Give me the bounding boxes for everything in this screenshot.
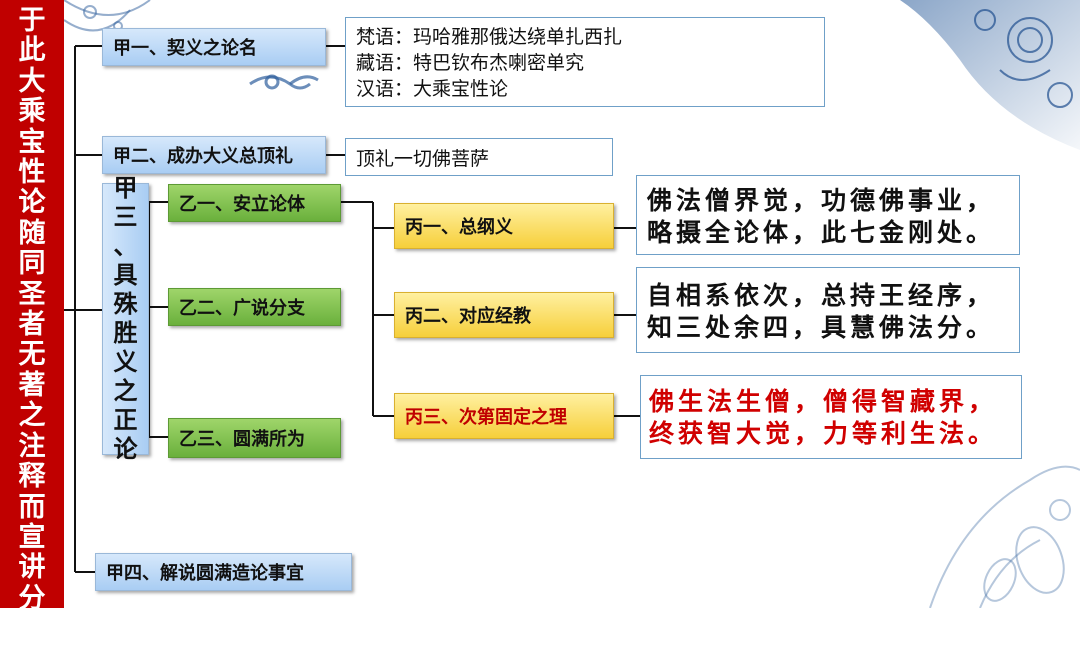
vertical-title-char: 无 <box>18 339 46 371</box>
verse-2-line-2: 知三处余四，具慧佛法分。 <box>647 313 996 342</box>
node-yi1-label: 乙一、安立论体 <box>179 194 305 215</box>
node-yi3-label: 乙三、圆满所为 <box>179 429 305 450</box>
vertical-title-char: 之 <box>18 400 46 432</box>
node-jia3-char: 胜 <box>113 319 138 347</box>
homage-text: 顶礼一切佛菩萨 <box>356 147 490 170</box>
node-bing1-label: 丙一、总纲义 <box>405 217 513 238</box>
vertical-title-strip: 于此大乘宝性论随同圣者无著之注释而宣讲分四 <box>0 0 64 644</box>
node-yi2[interactable]: 乙二、广说分支 <box>168 288 341 326</box>
verse-box-2: 自相系依次，总持王经序， 知三处余四，具慧佛法分。 <box>636 267 1020 353</box>
vertical-title-char: 乘 <box>18 96 46 128</box>
node-yi3[interactable]: 乙三、圆满所为 <box>168 418 341 458</box>
swirl-ornament-left <box>249 74 319 90</box>
node-jia4[interactable]: 甲四、解说圆满造论事宜 <box>95 553 352 591</box>
vertical-title-char: 论 <box>18 187 46 219</box>
node-jia3-char: 甲 <box>113 174 138 202</box>
vertical-title-char: 者 <box>18 309 46 341</box>
corner-ornament-top-right <box>900 0 1080 150</box>
node-bing2[interactable]: 丙二、对应经教 <box>394 292 614 338</box>
diagram-connectors <box>63 0 1080 608</box>
vertical-title-char: 释 <box>18 461 46 493</box>
node-jia4-label: 甲四、解说圆满造论事宜 <box>106 563 304 584</box>
node-jia3-char: 三 <box>113 203 138 231</box>
node-yi1[interactable]: 乙一、安立论体 <box>168 184 341 222</box>
node-jia3-char: 正 <box>113 406 138 434</box>
node-jia3-char: 殊 <box>113 290 138 318</box>
node-bing3-label: 丙三、次第固定之理 <box>405 407 567 428</box>
node-bing1[interactable]: 丙一、总纲义 <box>394 203 614 249</box>
vertical-title-char: 宝 <box>18 126 46 158</box>
node-yi2-label: 乙二、广说分支 <box>179 298 305 319</box>
vertical-title-char: 性 <box>18 157 46 189</box>
vertical-title-char: 分 <box>18 582 46 614</box>
vertical-title-char: 圣 <box>18 278 46 310</box>
verse-3-line-2: 终获智大觉，力等利生法。 <box>649 419 998 448</box>
vertical-title-char: 而 <box>18 491 46 523</box>
node-jia2-label: 甲二、成办大义总顶礼 <box>113 146 293 167</box>
vertical-title-char: 著 <box>18 369 46 401</box>
verse-1-line-2: 略摄全论体，此七金刚处。 <box>647 218 996 247</box>
node-jia1[interactable]: 甲一、契义之论名 <box>102 28 326 66</box>
vertical-title-char: 随 <box>18 217 46 249</box>
vertical-title-char: 注 <box>18 430 46 462</box>
node-bing3[interactable]: 丙三、次第固定之理 <box>394 393 614 439</box>
vertical-title-char: 大 <box>18 65 46 97</box>
node-jia3-char: 论 <box>113 435 138 463</box>
flower-ornament-bottom-right <box>929 465 1080 608</box>
node-bing2-label: 丙二、对应经教 <box>405 306 531 327</box>
node-jia3-char: 义 <box>113 348 138 376</box>
tibetan-name: 藏语：特巴钦布杰喇密单究 <box>356 52 585 74</box>
node-jia3-char: 具 <box>113 261 138 289</box>
vertical-title-char: 同 <box>18 248 46 280</box>
node-jia3-char: 、 <box>113 232 138 260</box>
sanskrit-name: 梵语：玛哈雅那俄达绕单扎西扎 <box>356 26 623 48</box>
vertical-title-char: 四 <box>18 613 46 645</box>
vertical-title-char: 讲 <box>18 552 46 584</box>
vertical-title-char: 宣 <box>18 521 46 553</box>
title-names-box: 梵语：玛哈雅那俄达绕单扎西扎 藏语：特巴钦布杰喇密单究 汉语：大乘宝性论 <box>345 17 825 107</box>
verse-2-line-1: 自相系依次，总持王经序， <box>647 281 996 310</box>
vertical-title-char: 此 <box>18 35 46 67</box>
verse-3-line-1: 佛生法生僧，僧得智藏界， <box>649 387 998 416</box>
corner-ornament-top-left <box>63 0 151 32</box>
chinese-name: 汉语：大乘宝性论 <box>356 78 509 100</box>
verse-box-1: 佛法僧界觉，功德佛事业， 略摄全论体，此七金刚处。 <box>636 175 1020 255</box>
node-jia3-char: 之 <box>113 377 138 405</box>
vertical-title-char: 于 <box>18 5 46 36</box>
verse-1-line-1: 佛法僧界觉，功德佛事业， <box>647 186 996 215</box>
node-jia3[interactable]: 甲三、具殊胜义之正论 <box>102 174 149 463</box>
node-jia2[interactable]: 甲二、成办大义总顶礼 <box>102 136 326 174</box>
verse-box-3: 佛生法生僧，僧得智藏界， 终获智大觉，力等利生法。 <box>640 375 1022 459</box>
homage-box: 顶礼一切佛菩萨 <box>345 138 613 176</box>
tree-lines <box>64 45 640 573</box>
node-jia1-label: 甲一、契义之论名 <box>113 38 257 59</box>
